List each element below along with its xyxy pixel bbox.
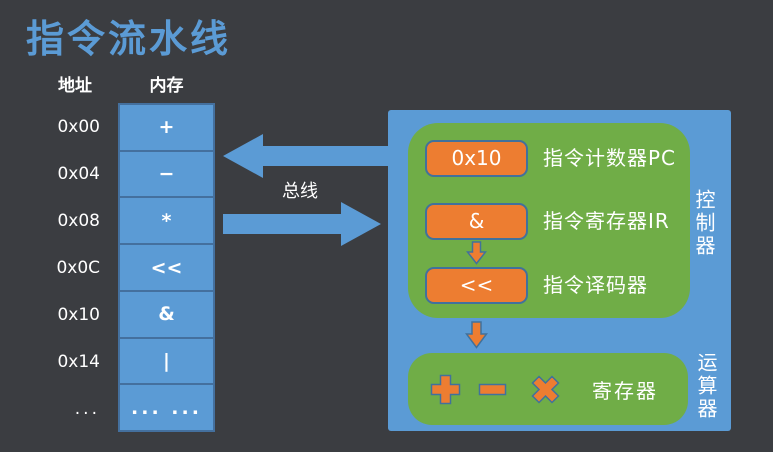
pc-value-box: 0x10 xyxy=(425,140,528,177)
minus-icon xyxy=(478,383,507,395)
memory-cell: + xyxy=(120,105,213,150)
down-arrow-icon xyxy=(465,321,488,349)
bus-label: 总线 xyxy=(282,181,318,202)
plus-icon xyxy=(430,374,461,404)
address-label: 0x0C xyxy=(56,257,100,278)
memory-cell: ... ... xyxy=(120,385,213,431)
memory-header: 内存 xyxy=(149,76,184,96)
address-label: 0x08 xyxy=(57,210,100,231)
bus-arrow-left-icon xyxy=(223,134,389,178)
controller-label: 控制器 xyxy=(692,189,716,258)
ir-value-box: & xyxy=(425,203,528,240)
memory-table: + − * << & | ... ... xyxy=(118,103,215,432)
register-label: 寄存器 xyxy=(592,378,658,403)
multiply-icon xyxy=(531,374,560,404)
address-label: ... xyxy=(74,398,100,419)
page-title: 指令流水线 xyxy=(26,17,232,61)
down-arrow-icon xyxy=(466,241,487,265)
address-header: 地址 xyxy=(58,76,92,96)
memory-cell: | xyxy=(120,338,213,384)
memory-cell: << xyxy=(120,245,213,290)
memory-cell: & xyxy=(120,291,213,337)
decoder-value-box: << xyxy=(425,267,528,304)
pc-label: 指令计数器PC xyxy=(543,146,677,170)
address-label: 0x00 xyxy=(57,116,100,137)
bus-arrow-right-icon xyxy=(223,202,381,246)
address-column: 0x00 0x04 0x08 0x0C 0x10 0x14 ... xyxy=(22,103,106,432)
alu-box: 寄存器 xyxy=(408,353,688,425)
alu-label: 运算器 xyxy=(694,352,718,421)
ir-label: 指令寄存器IR xyxy=(543,209,670,233)
memory-cell: * xyxy=(120,198,213,244)
address-label: 0x04 xyxy=(57,163,100,184)
address-label: 0x10 xyxy=(57,304,100,325)
cpu-box: 0x10 指令计数器PC & 指令寄存器IR << 指令译码器 寄存器 xyxy=(388,110,731,431)
decoder-label: 指令译码器 xyxy=(543,273,648,297)
address-label: 0x14 xyxy=(57,351,100,372)
memory-cell: − xyxy=(120,151,213,197)
